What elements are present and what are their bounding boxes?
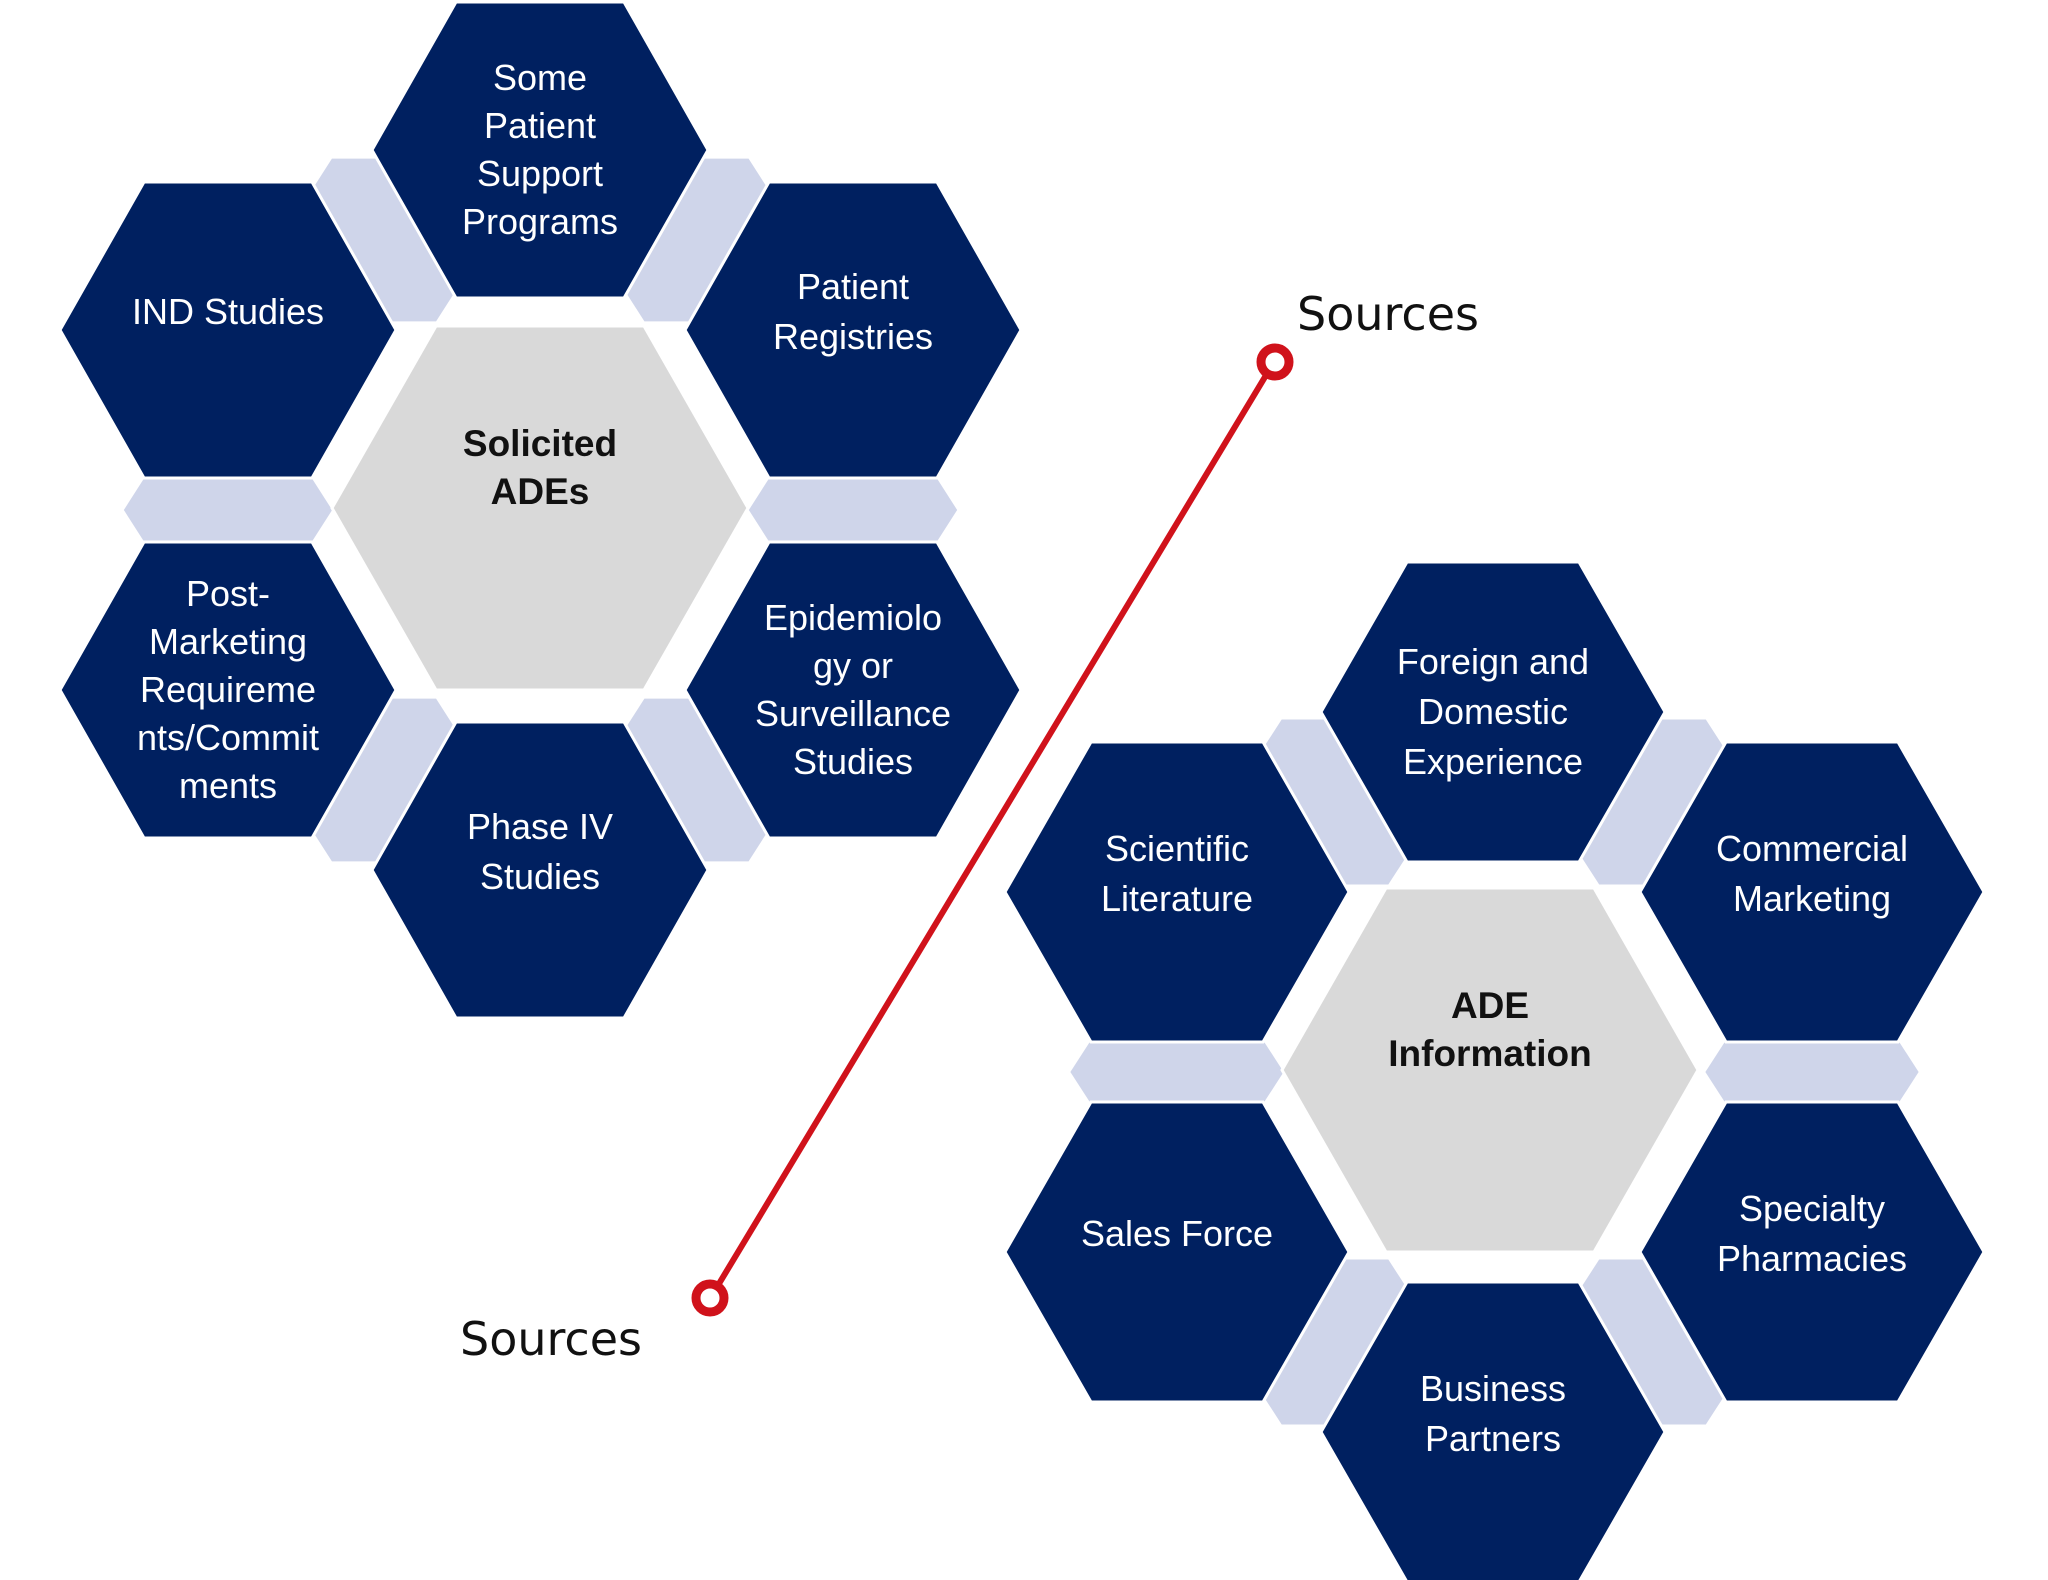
center-hexagon-ade-information: ADE Information [1280, 886, 1700, 1254]
center-hexagon-shape [330, 324, 750, 692]
source-hexagon-shape [58, 180, 398, 480]
source-hexagon-shape [1003, 1100, 1351, 1404]
source-label-line: Scientific [1105, 828, 1249, 869]
source-label-line: Requireme [140, 669, 316, 710]
source-hexagon-shape [683, 540, 1023, 840]
source-label-line: Commercial [1716, 828, 1908, 869]
source-hexagon-shape [370, 0, 710, 300]
source-label-line: Studies [480, 856, 600, 897]
center-label-line: Information [1388, 1033, 1591, 1074]
source-label-line: nts/Commit [137, 717, 319, 758]
source-hexagon-shape [370, 720, 710, 1020]
source-label-line: gy or [813, 645, 893, 686]
source-label-line: Business [1420, 1368, 1566, 1409]
source-label-line: Marketing [1733, 878, 1891, 919]
source-label-line: Specialty [1739, 1188, 1885, 1229]
source-hexagon: IND Studies [58, 180, 398, 480]
source-label-line: Foreign and [1397, 641, 1589, 682]
source-label-line: Some [493, 57, 587, 98]
sources-label-bottom: Sources [460, 1312, 642, 1366]
source-hexagon: Phase IV Studies [370, 720, 710, 1020]
source-hexagon: Sales Force [1003, 1100, 1351, 1404]
source-hexagon-shape [1003, 740, 1351, 1044]
source-label-line: Pharmacies [1717, 1238, 1907, 1279]
source-label-line: Studies [793, 741, 913, 782]
source-label-line: Registries [773, 316, 933, 357]
source-hexagon-shape [1319, 560, 1667, 864]
source-label-line: Support [477, 153, 603, 194]
source-label-line: IND Studies [132, 291, 324, 332]
source-hexagon-shape [1638, 740, 1986, 1044]
source-hexagon-shape [683, 180, 1023, 480]
leader-endpoint-bottom [691, 1279, 729, 1317]
source-hexagon-shape [1319, 1280, 1667, 1580]
source-label-line: Programs [462, 201, 618, 242]
center-hexagon-shape [1280, 886, 1700, 1254]
source-label-line: Experience [1403, 741, 1583, 782]
leader-line [708, 360, 1277, 1299]
source-label-line: Epidemiolo [764, 597, 942, 638]
hexagons-layer: SolicitedADEsSomePatientSupportProgramsP… [58, 0, 1986, 1580]
source-label-line: Phase IV [467, 806, 613, 847]
center-label-line: Solicited [463, 423, 617, 464]
source-label-line: Patient [797, 266, 909, 307]
source-label-line: Patient [484, 105, 596, 146]
sources-label-top: Sources [1297, 287, 1479, 341]
source-label-line: Marketing [149, 621, 307, 662]
source-label-line: Sales Force [1081, 1213, 1273, 1254]
center-label-line: ADEs [491, 471, 590, 512]
source-hexagon-shape [1638, 1100, 1986, 1404]
source-label-line: ments [179, 765, 277, 806]
source-label-line: Domestic [1418, 691, 1568, 732]
source-label-line: Surveillance [755, 693, 951, 734]
source-label-line: Literature [1101, 878, 1253, 919]
source-label-line: Post- [186, 573, 270, 614]
sources-leader [691, 343, 1294, 1317]
center-label-line: ADE [1451, 985, 1529, 1026]
leader-endpoint-top [1256, 343, 1294, 381]
source-label-line: Partners [1425, 1418, 1561, 1459]
source-hexagon-shape [58, 540, 398, 840]
